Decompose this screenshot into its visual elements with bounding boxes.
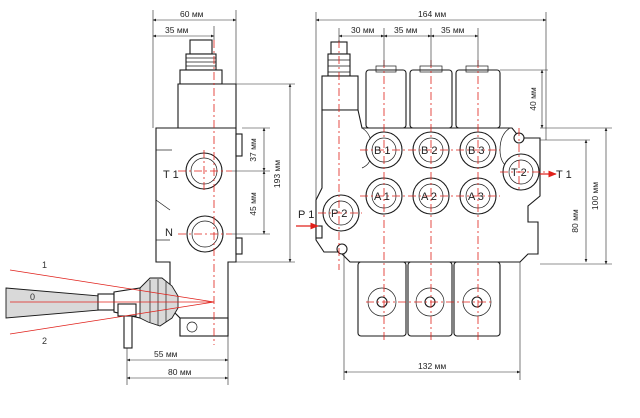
side-view: T 1 N <box>155 39 243 345</box>
side-adjuster-nut <box>189 39 213 55</box>
port-label-b2: B 2 <box>421 145 438 157</box>
side-relief-cap <box>179 69 223 85</box>
port-label-p2: P 2 <box>331 208 347 220</box>
dim-side-offset: 35 мм <box>165 25 189 35</box>
dim-inlet-offset: 30 мм <box>351 25 375 35</box>
port-label-a1: A 1 <box>374 191 390 203</box>
port-label-b3: B 3 <box>468 145 485 157</box>
front-view: B 1 B 2 B 3 A 1 A 2 A 3 T 2 P 2 P 1 T 1 <box>296 40 572 340</box>
side-port-label-t1: T 1 <box>163 169 179 181</box>
lever-position-1: 1 <box>42 260 47 270</box>
dim-port-spacing-lower: 45 мм <box>248 192 258 216</box>
port-label-a3: A 3 <box>468 191 484 203</box>
port-label-a2: A 2 <box>421 191 437 203</box>
side-dimensions: 60 мм 35 мм 193 мм 37 мм 45 мм 55 мм 80 … <box>126 9 295 385</box>
dim-side-height: 193 мм <box>272 160 282 188</box>
dim-lever-offset: 55 мм <box>154 349 178 359</box>
dim-side-depth: 80 мм <box>168 367 192 377</box>
dim-side-width: 60 мм <box>180 9 204 19</box>
lever-pivot-pin <box>123 311 133 349</box>
side-port-label-n: N <box>165 227 173 239</box>
dim-outlet-height: 100 мм <box>590 182 600 210</box>
lever-position-2: 2 <box>42 336 47 346</box>
spool-cap-1 <box>365 69 407 129</box>
dim-cap-height: 40 мм <box>528 87 538 111</box>
dim-spool-pitch-1: 35 мм <box>394 25 418 35</box>
dim-port-spacing-upper: 37 мм <box>248 138 258 162</box>
dim-spool-pitch-2: 35 мм <box>441 25 465 35</box>
dim-front-width: 164 мм <box>418 9 446 19</box>
side-upper-block <box>177 83 237 129</box>
lever-handle <box>5 287 101 319</box>
dim-body-width: 132 мм <box>418 361 446 371</box>
front-dimensions: 164 мм 30 мм 35 мм 35 мм 40 мм 100 мм 80… <box>315 9 612 380</box>
control-lever: 1 0 2 <box>5 260 215 349</box>
port-label-b1: B 1 <box>374 145 391 157</box>
port-label-t1: T 1 <box>556 169 572 181</box>
port-label-t2: T 2 <box>511 167 527 179</box>
front-relief-body <box>321 75 359 111</box>
lever-position-0: 0 <box>30 292 35 302</box>
port-label-p1: P 1 <box>298 209 314 221</box>
dim-port-height: 80 мм <box>570 209 580 233</box>
mount-hole-bottom <box>336 243 348 255</box>
